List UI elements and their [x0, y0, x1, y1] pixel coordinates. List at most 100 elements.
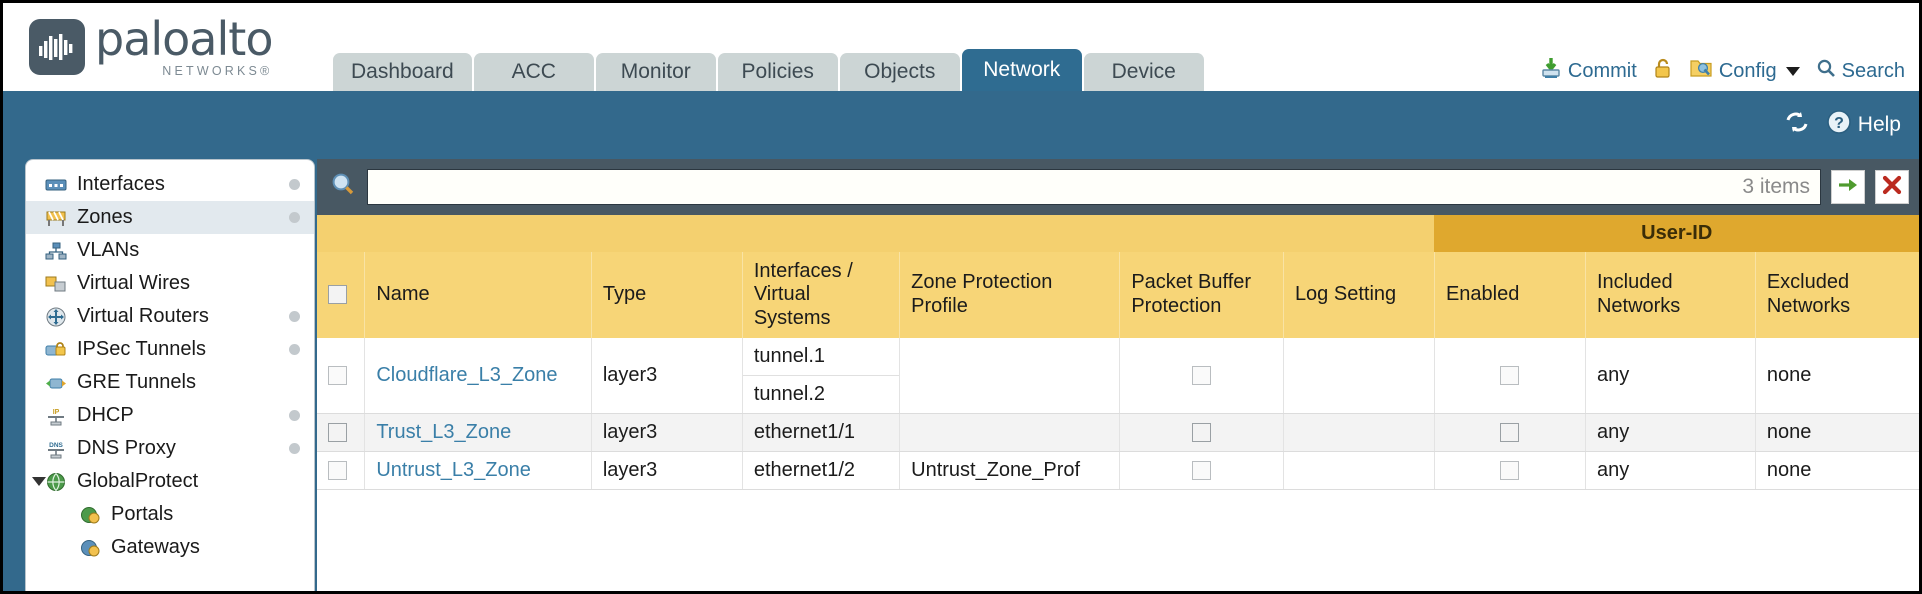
- table-row[interactable]: Cloudflare_L3_Zone layer3 tunnel.1 tunne…: [317, 338, 1919, 414]
- ipsec-tunnels-icon: [44, 339, 68, 361]
- status-dot: [289, 344, 300, 355]
- sidebar-item-ipsec-tunnels[interactable]: IPSec Tunnels: [26, 333, 314, 366]
- tab-network[interactable]: Network: [961, 49, 1082, 91]
- row-checkbox[interactable]: [328, 461, 347, 481]
- sidebar-item-zones[interactable]: Zones: [26, 201, 314, 234]
- sidebar-label: Zones: [77, 206, 133, 228]
- sub-header-actions: ? Help: [1784, 109, 1901, 141]
- row-checkbox[interactable]: [328, 423, 347, 443]
- cell-type: layer3: [591, 338, 743, 414]
- sidebar-label: IPSec Tunnels: [77, 338, 206, 360]
- status-dot: [289, 212, 300, 223]
- sidebar-item-vlans[interactable]: VLANs: [26, 234, 314, 267]
- sidebar-item-gateways[interactable]: Gateways: [26, 531, 314, 564]
- col-included-networks[interactable]: Included Networks: [1585, 252, 1756, 338]
- sidebar-item-portals[interactable]: Portals: [26, 498, 314, 531]
- cell-userid-enabled: [1434, 338, 1586, 414]
- zone-link[interactable]: Cloudflare_L3_Zone: [376, 364, 558, 386]
- status-dot: [289, 443, 300, 454]
- chevron-down-icon: [1785, 66, 1800, 76]
- select-all-checkbox[interactable]: [328, 285, 347, 305]
- sidebar-item-dns-proxy[interactable]: DNS DNS Proxy: [26, 432, 314, 465]
- chevron-down-icon[interactable]: [32, 477, 46, 486]
- cell-log-setting: [1283, 451, 1435, 490]
- config-folder-wrench-icon: [1689, 57, 1713, 85]
- col-userid-enabled[interactable]: Enabled: [1434, 252, 1586, 338]
- tab-objects[interactable]: Objects: [839, 53, 960, 91]
- userid-enabled-checkbox[interactable]: [1500, 461, 1520, 481]
- col-excluded-networks[interactable]: Excluded Networks: [1755, 252, 1919, 338]
- filter-bar: 3 items: [317, 159, 1919, 215]
- row-select-cell: [317, 451, 366, 490]
- sidebar-label: VLANs: [77, 239, 140, 261]
- sidebar-item-gre-tunnels[interactable]: GRE Tunnels: [26, 366, 314, 399]
- cell-interfaces: ethernet1/2: [742, 451, 901, 490]
- red-x-clear-icon: [1882, 175, 1902, 200]
- col-log-setting[interactable]: Log Setting: [1283, 252, 1435, 338]
- vlans-icon: [44, 240, 68, 262]
- interface-entry: tunnel.2: [753, 383, 825, 405]
- zone-link[interactable]: Trust_L3_Zone: [376, 421, 512, 443]
- tab-policies[interactable]: Policies: [717, 53, 838, 91]
- brand-logo: paloalto NETWORKS®: [3, 3, 273, 91]
- col-name[interactable]: Name: [364, 252, 592, 338]
- table-row[interactable]: Untrust_L3_Zone layer3 ethernet1/2 Untru…: [317, 451, 1919, 490]
- col-type[interactable]: Type: [591, 252, 743, 338]
- lock-button[interactable]: [1653, 57, 1673, 85]
- help-button[interactable]: ? Help: [1826, 109, 1901, 141]
- sidebar-item-virtual-routers[interactable]: Virtual Routers: [26, 300, 314, 333]
- col-packet-buffer[interactable]: Packet Buffer Protection: [1119, 252, 1284, 338]
- search-label: Search: [1841, 59, 1905, 82]
- dns-proxy-icon: DNS: [44, 438, 68, 460]
- main-panel: 3 items: [317, 159, 1919, 591]
- cell-name: Cloudflare_L3_Zone: [364, 338, 592, 414]
- padlock-icon: [1653, 57, 1673, 85]
- cell-userid-enabled: [1434, 451, 1586, 490]
- col-interfaces[interactable]: Interfaces / Virtual Systems: [742, 252, 901, 338]
- col-zone-protection[interactable]: Zone Protection Profile: [899, 252, 1121, 338]
- commit-download-icon: [1540, 57, 1562, 85]
- clear-filter-button[interactable]: [1875, 170, 1909, 204]
- paloalto-logo-icon: [29, 19, 85, 75]
- commit-label: Commit: [1567, 59, 1637, 82]
- help-label: Help: [1857, 113, 1901, 136]
- apply-filter-button[interactable]: [1831, 170, 1865, 204]
- tab-acc[interactable]: ACC: [473, 53, 594, 91]
- cell-excluded-networks: none: [1755, 338, 1919, 414]
- sidebar-item-interfaces[interactable]: Interfaces: [26, 168, 314, 201]
- brand-tagline: NETWORKS®: [162, 64, 273, 79]
- sidebar-label: Interfaces: [77, 173, 165, 195]
- cell-excluded-networks: none: [1755, 413, 1919, 452]
- sidebar-item-dhcp[interactable]: IP DHCP: [26, 399, 314, 432]
- search-button[interactable]: Search: [1816, 58, 1905, 84]
- packet-buffer-checkbox[interactable]: [1192, 366, 1212, 386]
- sidebar-label: DNS Proxy: [77, 437, 176, 459]
- cell-name: Trust_L3_Zone: [364, 413, 592, 452]
- row-checkbox[interactable]: [328, 366, 347, 386]
- tab-device[interactable]: Device: [1083, 53, 1204, 91]
- zones-table-container: User-ID Name Type Interfaces / Virtual S…: [317, 215, 1919, 591]
- row-select-cell: [317, 413, 366, 452]
- commit-button[interactable]: Commit: [1540, 57, 1637, 85]
- table-row[interactable]: Trust_L3_Zone layer3 ethernet1/1 any non…: [317, 413, 1919, 452]
- sidebar-label: GlobalProtect: [77, 470, 199, 492]
- config-menu[interactable]: Config: [1689, 57, 1800, 85]
- packet-buffer-checkbox[interactable]: [1192, 423, 1212, 443]
- sidebar-item-globalprotect[interactable]: GlobalProtect: [26, 465, 314, 498]
- zone-link[interactable]: Untrust_L3_Zone: [376, 459, 531, 481]
- userid-enabled-checkbox[interactable]: [1500, 366, 1520, 386]
- userid-enabled-checkbox[interactable]: [1500, 423, 1520, 443]
- sub-header-bar: ? Help: [3, 91, 1919, 159]
- packet-buffer-checkbox[interactable]: [1192, 461, 1212, 481]
- portals-icon: [78, 504, 102, 526]
- tab-dashboard[interactable]: Dashboard: [333, 53, 472, 91]
- cell-excluded-networks: none: [1755, 451, 1919, 490]
- network-sidebar: Interfaces Zones VLANs Vir: [25, 159, 315, 591]
- tab-monitor[interactable]: Monitor: [595, 53, 716, 91]
- search-icon: [329, 171, 357, 204]
- refresh-button[interactable]: [1784, 110, 1810, 140]
- sidebar-label: GRE Tunnels: [77, 371, 196, 393]
- search-input[interactable]: 3 items: [367, 169, 1821, 205]
- sidebar-item-virtual-wires[interactable]: Virtual Wires: [26, 267, 314, 300]
- status-dot: [289, 179, 300, 190]
